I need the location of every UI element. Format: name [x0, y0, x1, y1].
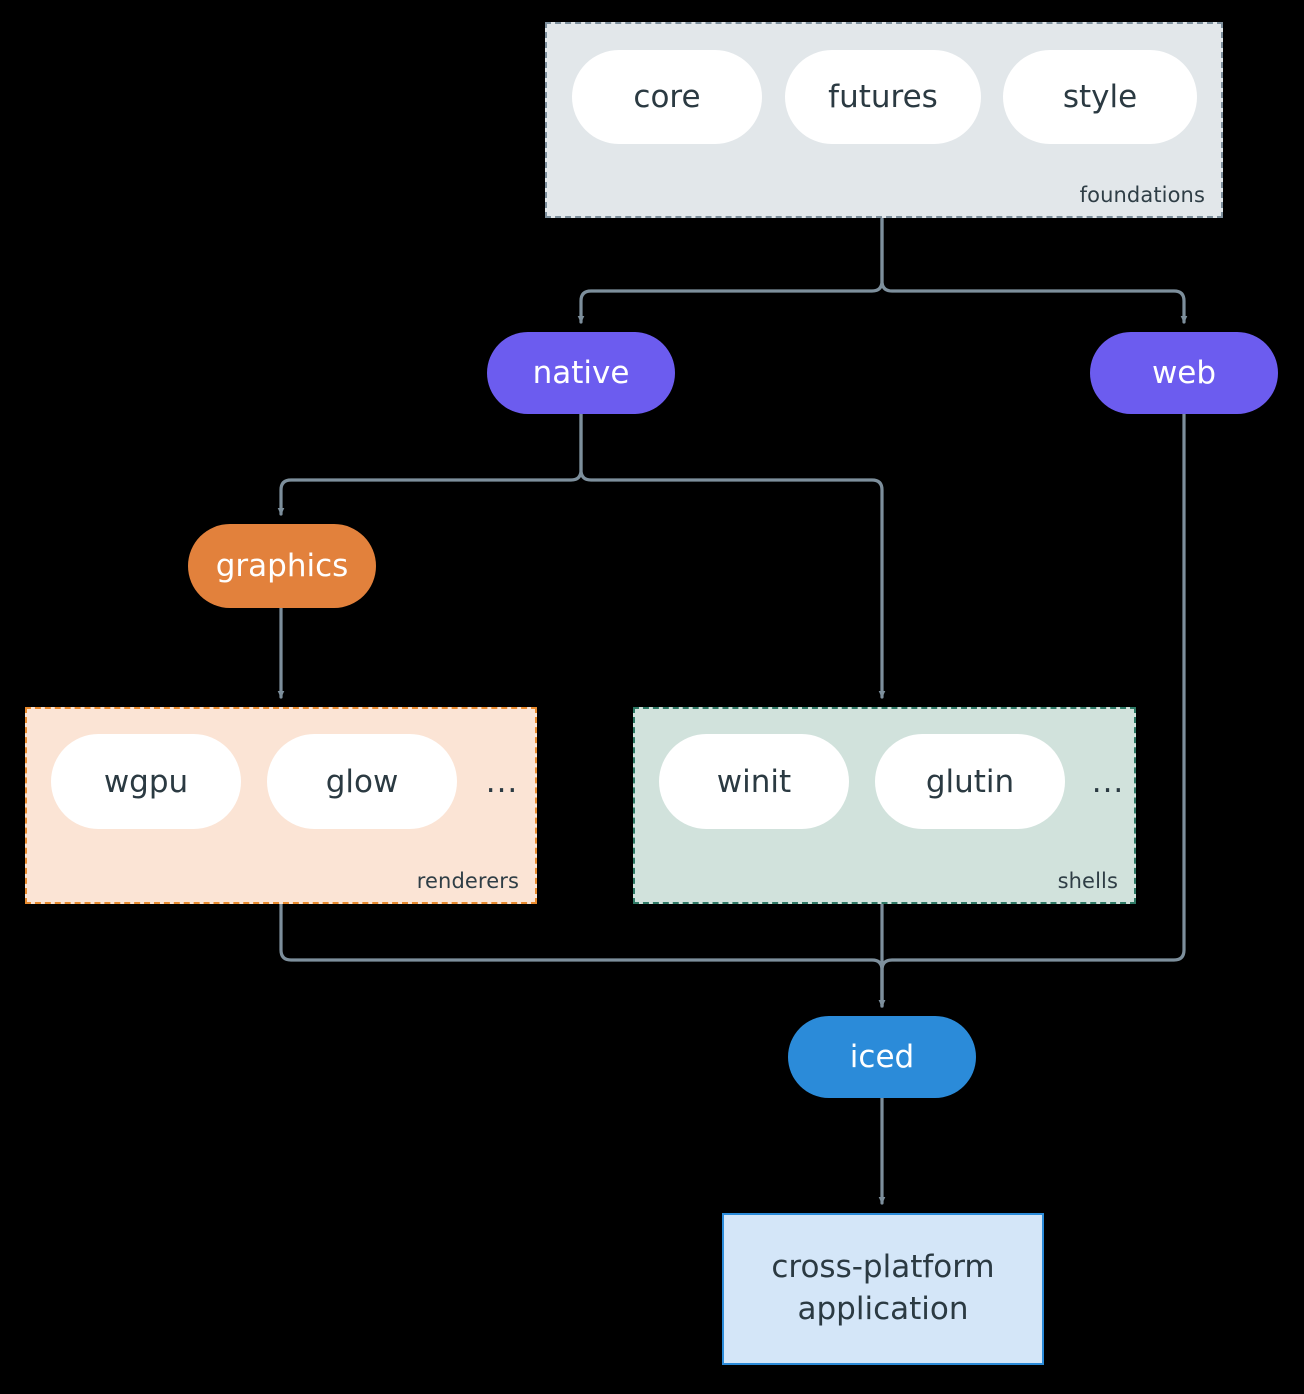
foundations-pill-row: core futures style	[547, 24, 1221, 216]
pill-glutin[interactable]: glutin	[875, 734, 1065, 829]
pill-glow[interactable]: glow	[267, 734, 457, 829]
edge-foundations-to-web	[880, 217, 1188, 324]
node-web-label: web	[1151, 355, 1217, 391]
pill-style-label: style	[1062, 79, 1138, 115]
group-foundations-label: foundations	[1079, 183, 1205, 207]
pill-futures[interactable]: futures	[785, 50, 981, 144]
pill-wgpu[interactable]: wgpu	[51, 734, 241, 829]
pill-core-label: core	[633, 79, 701, 115]
node-native-label: native	[532, 355, 630, 391]
pill-glutin-label: glutin	[925, 763, 1015, 800]
edge-native-to-shells	[579, 412, 886, 699]
edge-renderers-to-iced	[279, 902, 886, 1008]
group-renderers: wgpu glow ... renderers	[25, 707, 537, 904]
edge-native-to-graphics	[277, 412, 583, 516]
pill-wgpu-label: wgpu	[103, 763, 189, 800]
pill-style[interactable]: style	[1003, 50, 1197, 144]
group-shells: winit glutin ... shells	[633, 707, 1136, 904]
node-graphics-label: graphics	[215, 548, 349, 584]
shells-ellipsis-label: ...	[1091, 763, 1125, 800]
shells-ellipsis: ...	[1079, 734, 1137, 829]
group-foundations: core futures style foundations	[545, 22, 1223, 218]
renderers-ellipsis: ...	[473, 734, 531, 829]
group-shells-label: shells	[1057, 869, 1118, 893]
shells-pill-row: winit glutin ...	[635, 709, 1134, 902]
pill-winit[interactable]: winit	[659, 734, 849, 829]
renderers-pill-row: wgpu glow ...	[27, 709, 535, 902]
group-renderers-label: renderers	[416, 869, 519, 893]
pill-winit-label: winit	[716, 763, 792, 800]
node-native[interactable]: native	[487, 332, 675, 414]
pill-futures-label: futures	[828, 79, 938, 115]
node-web[interactable]: web	[1090, 332, 1278, 414]
pill-glow-label: glow	[325, 763, 399, 800]
renderers-ellipsis-label: ...	[485, 763, 519, 800]
node-iced[interactable]: iced	[788, 1016, 976, 1098]
node-graphics[interactable]: graphics	[188, 524, 376, 608]
application-label-line2: application	[797, 1291, 969, 1327]
node-iced-label: iced	[849, 1039, 915, 1075]
node-cross-platform-application[interactable]: cross-platform application	[722, 1213, 1044, 1365]
application-label-line1: cross-platform	[771, 1249, 995, 1286]
pill-core[interactable]: core	[572, 50, 762, 144]
edge-foundations-to-native	[577, 217, 884, 324]
